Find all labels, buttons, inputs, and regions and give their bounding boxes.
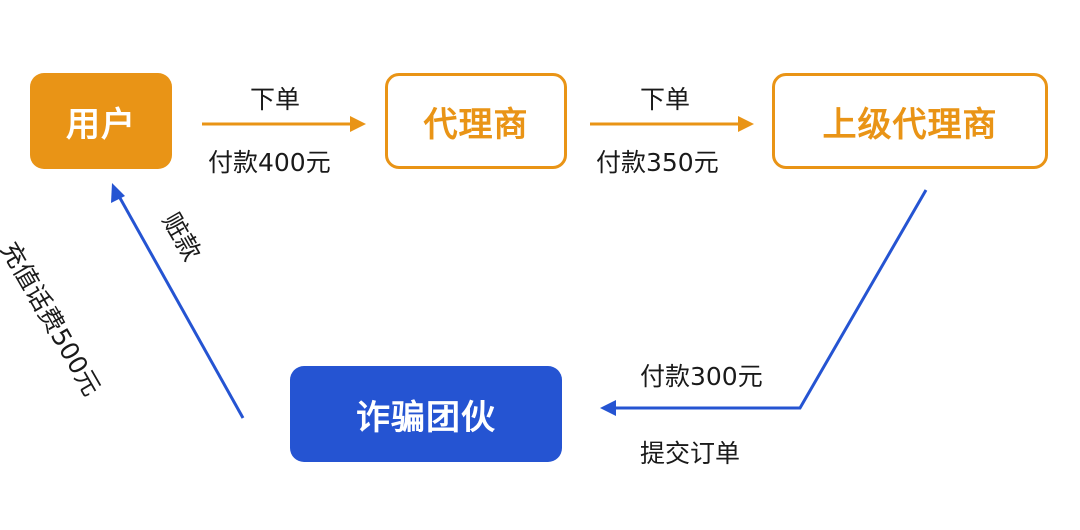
arrow-fraud-to-user [111,183,245,419]
node-user-label: 用户 [66,104,136,145]
edge-label-order-1: 下单 [250,85,301,114]
edge-label-pay-400: 付款400元 [208,148,331,177]
arrow-upper-to-fraud [600,189,928,416]
node-user: 用户 [30,73,172,169]
edge-label-submit-order: 提交订单 [640,439,741,468]
arrow-user-to-agent [202,116,366,132]
node-agent-label: 代理商 [423,104,529,145]
node-upper-agent: 上级代理商 [772,73,1048,169]
arrow-agent-to-upper [590,116,754,132]
node-agent: 代理商 [385,73,567,169]
node-fraud-gang: 诈骗团伙 [290,366,562,462]
node-upper-agent-label: 上级代理商 [822,104,998,145]
edge-label-pay-350: 付款350元 [596,148,719,177]
edge-label-order-2: 下单 [640,85,691,114]
edge-label-pay-300: 付款300元 [640,362,763,391]
node-fraud-gang-label: 诈骗团伙 [356,397,496,438]
